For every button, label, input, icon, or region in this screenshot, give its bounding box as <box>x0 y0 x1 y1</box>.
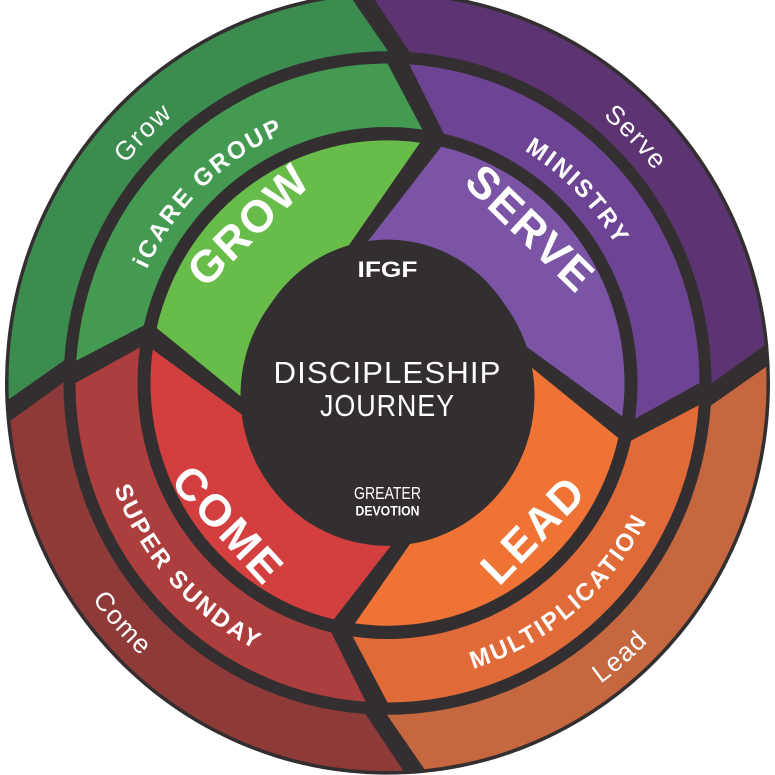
greater-devotion-logo-line2: DEVOTION <box>355 503 419 518</box>
come-middle-ring-segment <box>75 347 366 702</box>
wheel-segments <box>8 0 767 772</box>
serve-outer-ring-segment <box>374 0 765 384</box>
serve-middle-ring-segment <box>409 64 700 419</box>
hub-circle <box>240 244 535 546</box>
center-hub: IFGF DISCIPLESHIP JOURNEY GREATER DEVOTI… <box>240 244 535 546</box>
grow-middle-ring-segment <box>76 63 423 361</box>
lead-outer-ring-segment <box>386 366 767 770</box>
hub-title-line1: DISCIPLESHIP <box>274 357 502 390</box>
grow-outer-ring-segment <box>8 0 389 400</box>
serve-inner-segment <box>368 146 625 417</box>
greater-devotion-logo-line1: GREATER <box>354 483 421 503</box>
come-outer-ring-segment <box>10 382 404 772</box>
grow-inner-segment <box>156 140 421 403</box>
hub-title-line2: JOURNEY <box>320 389 455 422</box>
ifgf-brand-text: IFGF <box>358 257 418 282</box>
lead-middle-ring-segment <box>352 405 699 703</box>
